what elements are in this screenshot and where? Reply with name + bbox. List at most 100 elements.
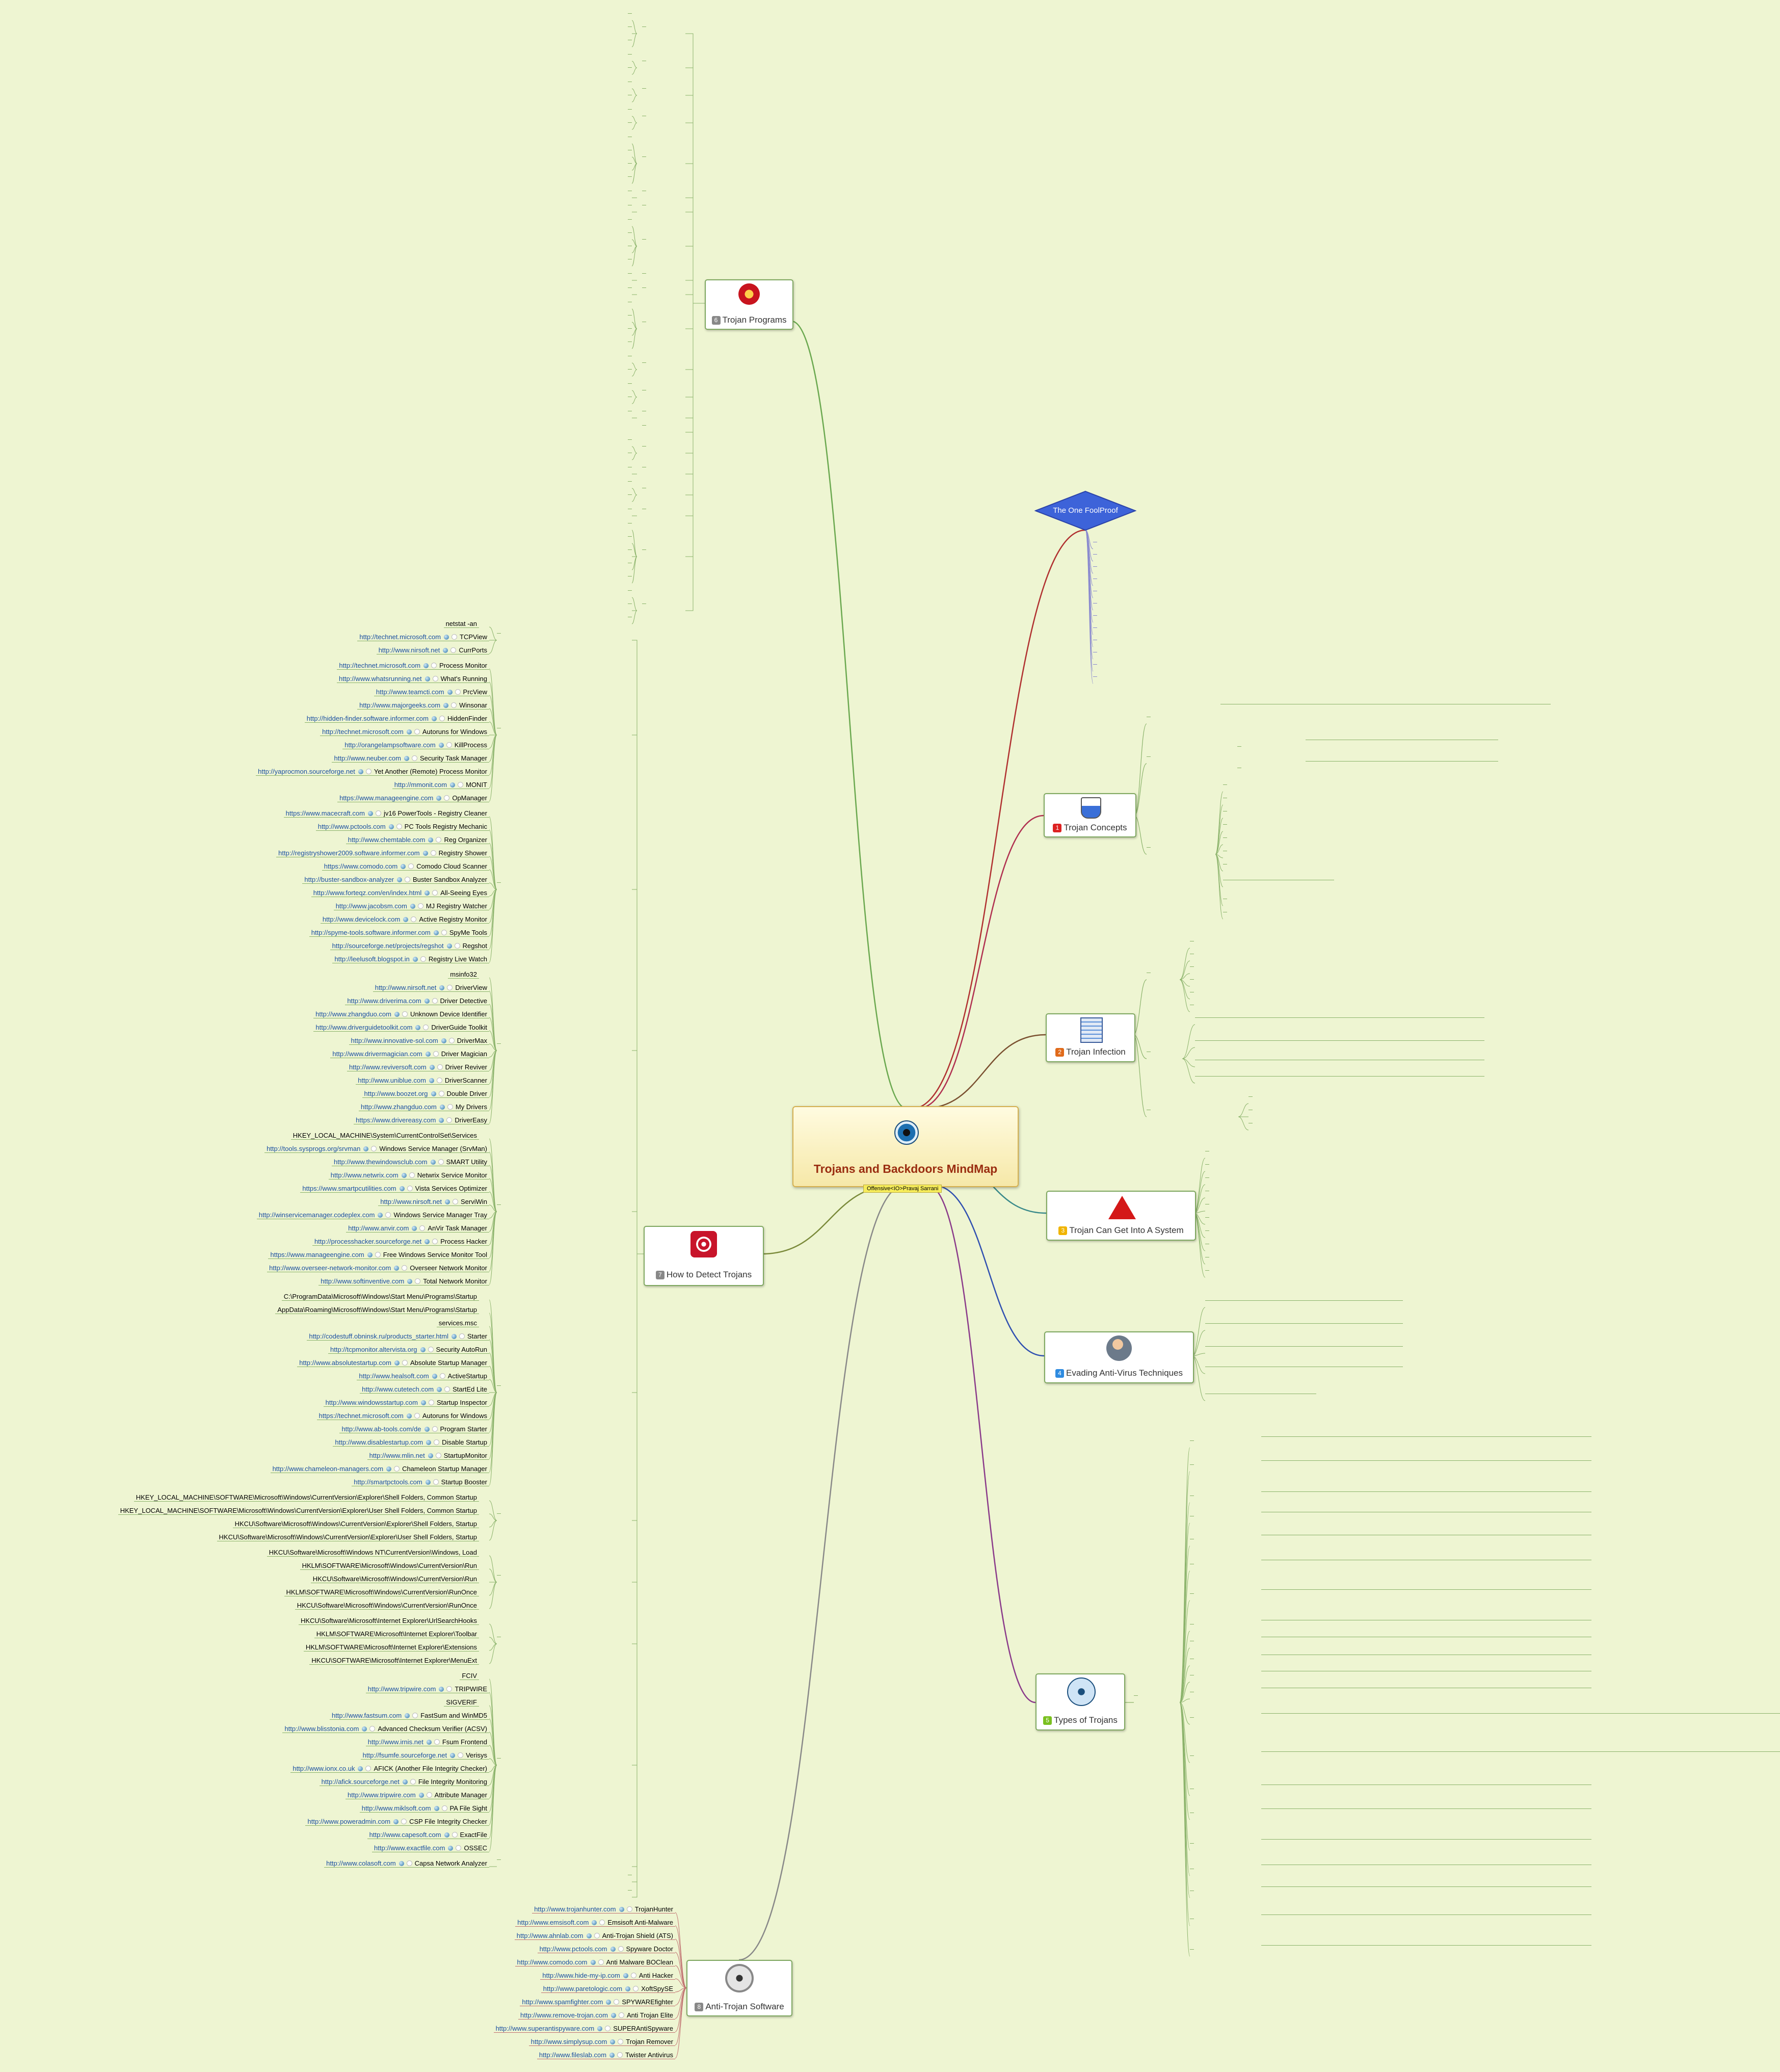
tool-url-link[interactable]: http://www.chameleon-managers.com bbox=[272, 1465, 384, 1473]
trojan-type[interactable] bbox=[1190, 1717, 1194, 1718]
tool-url-link[interactable]: http://technet.microsoft.com bbox=[322, 728, 404, 736]
tool-url-link[interactable]: http://www.teamcti.com bbox=[376, 688, 444, 696]
detect-step[interactable] bbox=[628, 1890, 632, 1891]
tool-url-link[interactable]: http://buster-sandbox-analyzer bbox=[304, 876, 394, 883]
tool-url-link[interactable]: https://www.manageengine.com bbox=[339, 794, 434, 802]
tool-url-link[interactable]: http://www.ahnlab.com bbox=[516, 1932, 583, 1939]
detect-step[interactable] bbox=[497, 633, 501, 634]
tool-entry[interactable]: http://spyme-tools.software.informer.com… bbox=[309, 929, 489, 937]
tool-url-link[interactable]: http://www.irnis.net bbox=[367, 1738, 423, 1746]
program-category[interactable] bbox=[642, 156, 646, 157]
tool-url-link[interactable]: http://www.reviversoft.com bbox=[349, 1063, 427, 1071]
tool-entry[interactable]: HKLM\SOFTWARE\Microsoft\Windows\CurrentV… bbox=[284, 1588, 479, 1596]
tool-entry[interactable]: SIGVERIF bbox=[444, 1698, 479, 1707]
program-item[interactable] bbox=[628, 232, 632, 233]
detect-step[interactable] bbox=[497, 1513, 501, 1514]
tool-url-link[interactable]: http://www.miklsoft.com bbox=[361, 1804, 431, 1812]
trojan-type[interactable] bbox=[1190, 1440, 1194, 1441]
tool-url-link[interactable]: http://www.mlin.net bbox=[369, 1452, 425, 1459]
tool-url-link[interactable]: http://www.fileslab.com bbox=[539, 2051, 607, 2059]
tool-url-link[interactable]: http://registryshower2009.software.infor… bbox=[278, 849, 420, 857]
program-category[interactable] bbox=[642, 362, 646, 363]
program-item[interactable] bbox=[628, 54, 632, 55]
entry-vector[interactable] bbox=[1205, 1177, 1209, 1178]
tool-entry[interactable]: http://hidden-finder.software.informer.c… bbox=[304, 715, 489, 723]
program-category[interactable] bbox=[642, 273, 646, 274]
tool-entry[interactable]: HKCU\Software\Microsoft\Windows\CurrentV… bbox=[310, 1575, 479, 1583]
tool-url-link[interactable]: http://www.superantispyware.com bbox=[495, 2025, 595, 2032]
tool-url-link[interactable]: http://www.zhangduo.com bbox=[361, 1103, 437, 1111]
tool-url-link[interactable]: http://www.disablestartup.com bbox=[335, 1438, 423, 1446]
program-item[interactable] bbox=[628, 383, 632, 384]
tool-url-link[interactable]: http://sourceforge.net/projects/regshot bbox=[332, 942, 444, 950]
tool-url-link[interactable]: http://www.anvir.com bbox=[348, 1224, 409, 1232]
program-category[interactable] bbox=[642, 88, 646, 89]
program-category[interactable] bbox=[642, 287, 646, 288]
tool-url-link[interactable]: http://www.nirsoft.net bbox=[380, 1198, 442, 1205]
tool-url-link[interactable]: http://www.emsisoft.com bbox=[517, 1919, 589, 1926]
program-category[interactable] bbox=[642, 425, 646, 426]
program-item[interactable] bbox=[628, 315, 632, 316]
tool-url-link[interactable]: http://www.windowsstartup.com bbox=[325, 1399, 418, 1406]
tool-entry[interactable]: HKEY_LOCAL_MACHINE\SOFTWARE\Microsoft\Wi… bbox=[134, 1493, 479, 1502]
tool-url-link[interactable]: http://fsumfe.sourceforge.net bbox=[362, 1751, 447, 1759]
tool-url-link[interactable]: http://www.healsoft.com bbox=[359, 1372, 429, 1380]
detect-step[interactable] bbox=[497, 1204, 501, 1205]
tool-entry[interactable]: netstat -an bbox=[443, 620, 479, 628]
program-item[interactable] bbox=[628, 109, 632, 110]
program-item[interactable] bbox=[628, 219, 632, 220]
tool-entry[interactable]: http://registryshower2009.software.infor… bbox=[276, 849, 489, 857]
tool-url-link[interactable]: http://www.poweradmin.com bbox=[307, 1818, 391, 1825]
program-item[interactable] bbox=[628, 287, 632, 288]
tool-url-link[interactable]: http://winservicemanager.codeplex.com bbox=[258, 1211, 375, 1219]
detect-step[interactable] bbox=[497, 1859, 501, 1860]
program-item[interactable] bbox=[628, 122, 632, 123]
program-item[interactable] bbox=[628, 67, 632, 68]
entry-vector[interactable] bbox=[1205, 1270, 1209, 1271]
tool-entry[interactable]: C:\ProgramData\Microsoft\Windows\Start M… bbox=[281, 1293, 479, 1301]
tool-url-link[interactable]: http://www.blisstonia.com bbox=[284, 1725, 359, 1733]
program-category[interactable] bbox=[642, 239, 646, 240]
tool-url-link[interactable]: http://www.softinventive.com bbox=[321, 1277, 405, 1285]
tool-url-link[interactable]: http://leelusoft.blogspot.in bbox=[334, 955, 410, 963]
tool-entry[interactable]: HKCU\Software\Microsoft\Internet Explore… bbox=[298, 1617, 479, 1625]
tool-url-link[interactable]: http://www.colasoft.com bbox=[326, 1859, 396, 1867]
program-item[interactable] bbox=[628, 536, 632, 537]
